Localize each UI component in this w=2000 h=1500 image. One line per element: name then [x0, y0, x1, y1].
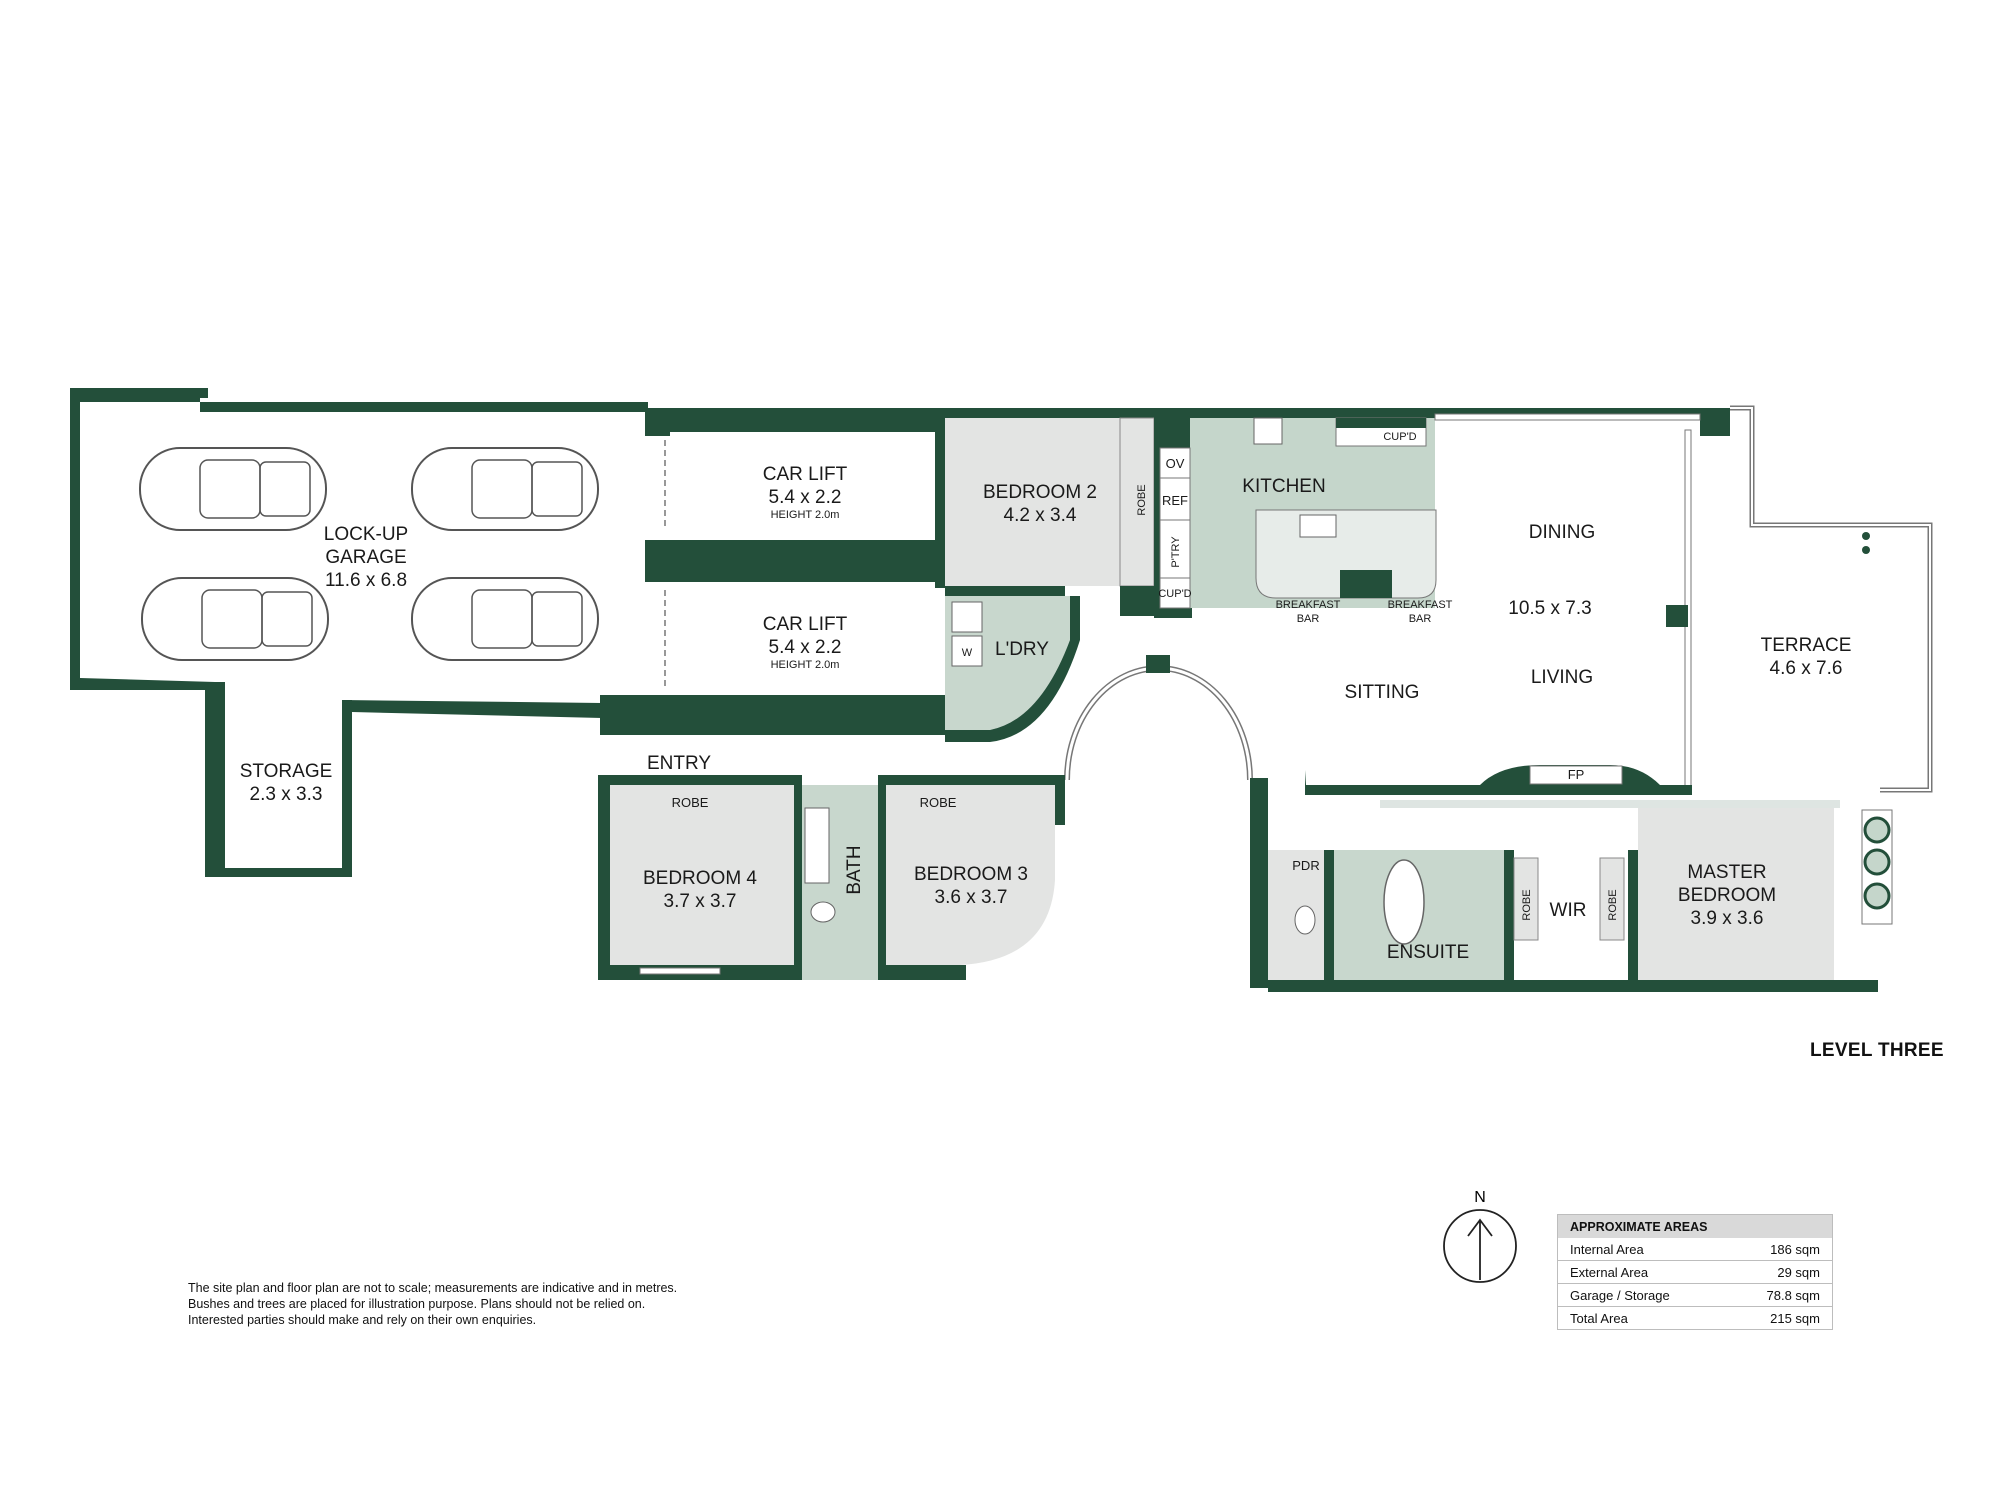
- bedroom-2-dims: 4.2 x 3.4: [1004, 505, 1077, 526]
- breakfast-bar-2b: BAR: [1409, 613, 1432, 625]
- car-lift-1-dims: 5.4 x 2.2: [769, 487, 842, 508]
- area-value: 186 sqm: [1726, 1238, 1833, 1261]
- breakfast-bar-1: BREAKFAST: [1276, 599, 1341, 611]
- car-icon-1: [139, 447, 327, 531]
- sitting-label: SITTING: [1345, 682, 1420, 703]
- fridge-label: REF: [1162, 493, 1188, 508]
- ensuite-label: ENSUITE: [1387, 942, 1469, 963]
- garage-name: LOCK-UP: [324, 524, 408, 545]
- breakfast-bar-2: BREAKFAST: [1388, 599, 1453, 611]
- washer-label: W: [962, 647, 973, 659]
- approximate-areas-table: APPROXIMATE AREAS Internal Area 186 sqm …: [1557, 1214, 1833, 1330]
- bedroom-4-robe: ROBE: [672, 795, 709, 810]
- car-lift-2-note: HEIGHT 2.0m: [771, 659, 840, 671]
- tree-icon-3: [1863, 882, 1891, 910]
- table-row: External Area 29 sqm: [1557, 1260, 1833, 1284]
- bedroom-3-dims: 3.6 x 3.7: [935, 887, 1008, 908]
- area-label: Garage / Storage: [1557, 1283, 1727, 1307]
- car-lift-1-name: CAR LIFT: [763, 464, 848, 485]
- table-row: Garage / Storage 78.8 sqm: [1557, 1283, 1833, 1307]
- car-icon-4: [411, 577, 599, 661]
- disclaimer-line-1: The site plan and floor plan are not to …: [188, 1281, 678, 1295]
- entry-label: ENTRY: [647, 753, 711, 774]
- car-icon-3: [141, 577, 329, 661]
- terrace-name: TERRACE: [1761, 635, 1852, 656]
- area-label: Total Area: [1557, 1306, 1727, 1330]
- dining-label: DINING: [1529, 522, 1596, 543]
- car-lift-2-dims: 5.4 x 2.2: [769, 637, 842, 658]
- bedroom-2-zone: BEDROOM 2 4.2 x 3.4 ROBE W L'DRY: [935, 408, 1192, 742]
- breakfast-bar-1b: BAR: [1297, 613, 1320, 625]
- bedroom-4-name: BEDROOM 4: [643, 868, 757, 889]
- bedroom-3-room: [886, 785, 1055, 965]
- car-icon-2: [411, 447, 599, 531]
- terrace-outline: [1730, 405, 1933, 793]
- north-compass: N: [1443, 1189, 1517, 1283]
- living-zone: OV REF P'TRY CUP'D CUP'D KITCHEN BREAKFA…: [1154, 408, 1730, 795]
- cupboard-label-low: CUP'D: [1158, 588, 1191, 600]
- bedroom-3-name: BEDROOM 3: [914, 864, 1028, 885]
- bath-name: BATH: [844, 845, 865, 894]
- table-row: Total Area 215 sqm: [1557, 1306, 1833, 1330]
- terrace-dims: 4.6 x 7.6: [1770, 658, 1843, 679]
- living-label: LIVING: [1531, 667, 1593, 688]
- wir-robe-2: ROBE: [1607, 889, 1619, 920]
- master-name: MASTER: [1687, 862, 1766, 883]
- bedroom-2-name: BEDROOM 2: [983, 482, 1097, 503]
- table-row: Internal Area 186 sqm: [1557, 1238, 1833, 1261]
- south-wing: ENTRY ROBE BEDROOM 4 3.7 x 3.7 BATH ROBE…: [598, 753, 1065, 980]
- garage-zone: LOCK-UP GARAGE 11.6 x 6.8 STORAGE 2.3 x …: [70, 388, 666, 877]
- fireplace-label: FP: [1568, 767, 1585, 782]
- compass-ring: [1443, 1209, 1517, 1283]
- car-lift-zone: CAR LIFT 5.4 x 2.2 HEIGHT 2.0m CAR LIFT …: [600, 408, 945, 735]
- area-value: 78.8 sqm: [1726, 1283, 1833, 1307]
- areas-title: APPROXIMATE AREAS: [1557, 1214, 1833, 1238]
- oven-label: OV: [1166, 456, 1185, 471]
- disclaimer-line-3: Interested parties should make and rely …: [188, 1313, 537, 1327]
- car-lift-1-note: HEIGHT 2.0m: [771, 509, 840, 521]
- compass-label: N: [1474, 1189, 1486, 1206]
- garage-name-2: GARAGE: [325, 547, 406, 568]
- level-title: LEVEL THREE: [1810, 1040, 1944, 1061]
- garage-dims: 11.6 x 6.8: [325, 570, 407, 591]
- area-label: Internal Area: [1557, 1238, 1727, 1261]
- area-label: External Area: [1557, 1260, 1727, 1284]
- area-value: 29 sqm: [1726, 1260, 1833, 1284]
- wir-robe-1: ROBE: [1521, 889, 1533, 920]
- kitchen-name: KITCHEN: [1242, 476, 1325, 497]
- wir-label: WIR: [1550, 900, 1587, 921]
- master-wing: PDR ENSUITE ROBE ROBE WIR MASTER BEDROOM…: [1268, 800, 1878, 992]
- cupboard-label-top: CUP'D: [1383, 431, 1416, 443]
- disclaimer: The site plan and floor plan are not to …: [188, 1280, 748, 1328]
- car-lift-2-name: CAR LIFT: [763, 614, 848, 635]
- laundry-name: L'DRY: [995, 639, 1049, 660]
- area-value: 215 sqm: [1726, 1306, 1833, 1330]
- storage-dims: 2.3 x 3.3: [250, 784, 323, 805]
- master-dims: 3.9 x 3.6: [1691, 908, 1764, 929]
- storage-name: STORAGE: [240, 761, 333, 782]
- terrace-zone: TERRACE 4.6 x 7.6: [1730, 405, 1933, 925]
- tree-icon-2: [1863, 848, 1891, 876]
- fireplace-wall: [1305, 765, 1692, 795]
- garage-top-wall: [200, 402, 648, 412]
- living-dims: 10.5 x 7.3: [1508, 598, 1591, 619]
- bedroom-3-robe: ROBE: [920, 795, 957, 810]
- tree-icon-1: [1863, 816, 1891, 844]
- compass-arrow-icon: [1467, 1218, 1493, 1280]
- hall-curve: [1064, 655, 1315, 988]
- bedroom-4-dims: 3.7 x 3.7: [664, 891, 737, 912]
- pantry-label: P'TRY: [1170, 536, 1182, 568]
- master-name-2: BEDROOM: [1678, 885, 1776, 906]
- pdr-label: PDR: [1292, 858, 1319, 873]
- bedroom-2-robe: ROBE: [1136, 484, 1148, 515]
- disclaimer-line-2: Bushes and trees are placed for illustra…: [188, 1297, 646, 1311]
